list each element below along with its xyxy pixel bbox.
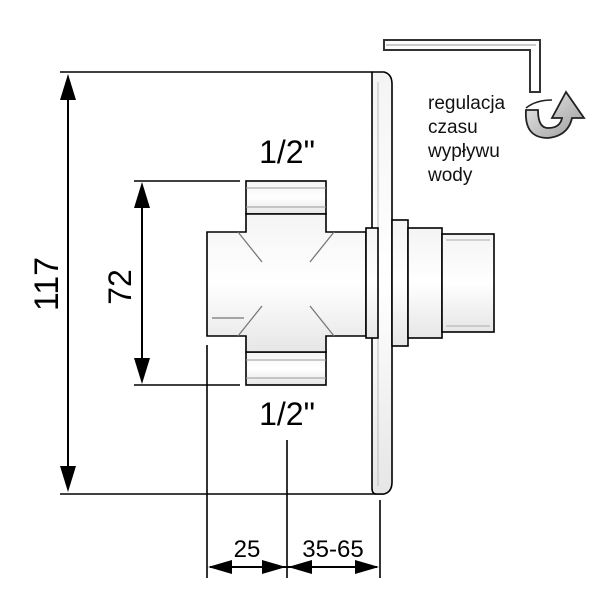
dimension-117: 117 [28,74,76,492]
dimension-depth: 25 35-65 [208,536,379,574]
flow-time-adjustment-note: regulacja czasu wypływu wody [428,92,538,188]
note-line: regulacja [428,93,506,114]
hex-key-icon [383,39,541,93]
dimension-72-label: 72 [102,269,138,305]
note-line: wypływu [428,141,500,162]
thread-bottom-label: 1/2" [259,396,315,432]
dimension-35-65-label: 35-65 [302,536,363,563]
dimension-25-label: 25 [234,536,261,563]
dimension-72: 72 [102,182,150,384]
note-line: wody [428,165,473,186]
dimension-117-label: 117 [28,257,66,311]
note-line: czasu [428,117,478,138]
valve-body [206,180,495,386]
rotate-arrow-icon [525,90,586,139]
thread-top-label: 1/2" [259,134,315,170]
extension-lines [60,71,384,578]
